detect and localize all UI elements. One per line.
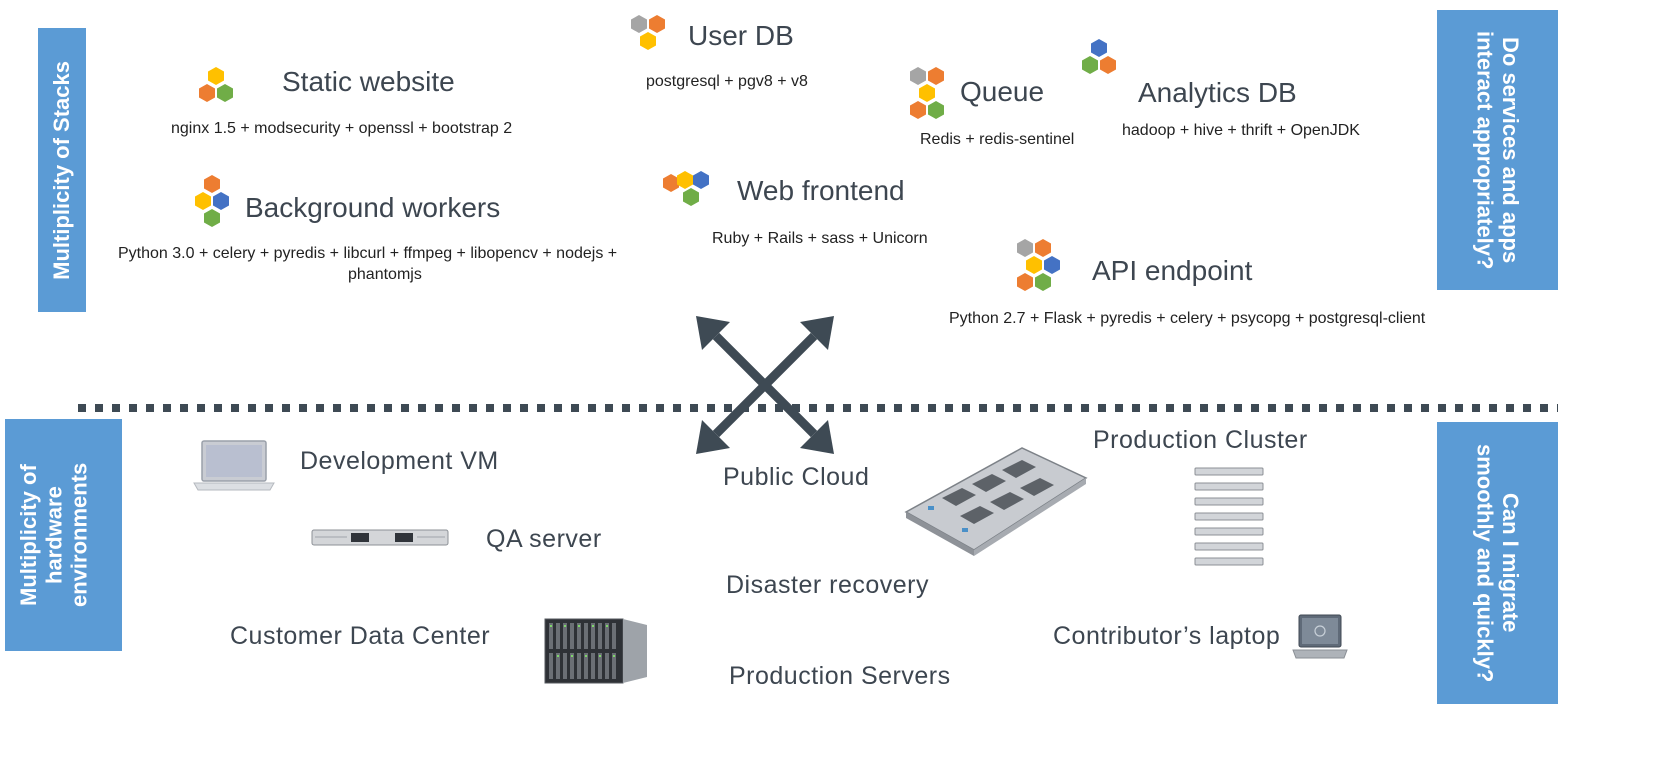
queue-hex-icon — [910, 67, 944, 119]
background-workers-hex-icon — [195, 175, 229, 227]
background-workers-title: Background workers — [245, 192, 501, 223]
qa-server-label: QA server — [486, 525, 602, 553]
stacks-side-label-text: Multiplicity of Stacks — [49, 60, 75, 280]
background-workers-components-line2: phantomjs — [348, 266, 422, 283]
static-website-hex-icon — [199, 67, 233, 102]
laptop-icon — [193, 440, 275, 491]
user-db-components: postgresql + pgv8 + v8 — [646, 73, 808, 90]
dotted-divider — [78, 404, 1558, 412]
migrate-side-label: Can I migrate smoothly and quickly? — [1437, 422, 1558, 704]
analytics-db-title: Analytics DB — [1138, 77, 1297, 108]
interact-side-label-text: Do services and apps interact appropriat… — [1472, 30, 1523, 270]
queue-components: Redis + redis-sentinel — [920, 131, 1075, 148]
analytics-db-hex-icon — [1082, 39, 1116, 74]
migrate-side-label-text: Can I migrate smoothly and quickly? — [1472, 443, 1523, 683]
public-cloud-label: Public Cloud — [723, 463, 870, 491]
static-website-title: Static website — [282, 66, 455, 97]
analytics-db-components: hadoop + hive + thrift + OpenJDK — [1122, 122, 1360, 139]
server-motherboard-icon — [904, 447, 1088, 556]
server-stack-icon — [1194, 467, 1264, 566]
contributors-laptop-label: Contributor’s laptop — [1053, 622, 1281, 650]
queue-title: Queue — [960, 76, 1045, 107]
rack-server-icon — [311, 529, 449, 546]
stacks-side-label: Multiplicity of Stacks — [38, 28, 86, 312]
production-servers-label: Production Servers — [729, 662, 951, 690]
hardware-side-label-text: Multiplicity of hardware environments — [16, 462, 92, 608]
api-endpoint-components: Python 2.7 + Flask + pyredis + celery + … — [949, 310, 1426, 327]
user-db-hex-icon — [631, 15, 665, 50]
static-website-components: nginx 1.5 + modsecurity + openssl + boot… — [171, 120, 513, 137]
api-endpoint-title: API endpoint — [1092, 255, 1253, 286]
development-vm-label: Development VM — [300, 447, 499, 475]
customer-data-center-label: Customer Data Center — [230, 622, 491, 650]
web-frontend-components: Ruby + Rails + sass + Unicorn — [712, 230, 928, 247]
background-workers-components: Python 3.0 + celery + pyredis + libcurl … — [118, 245, 618, 262]
production-cluster-label: Production Cluster — [1093, 426, 1308, 454]
web-frontend-hex-icon — [663, 171, 709, 206]
blade-server-icon — [544, 618, 647, 684]
api-endpoint-hex-icon — [1017, 239, 1060, 291]
web-frontend-title: Web frontend — [737, 175, 905, 206]
crossed-arrows-icon — [696, 316, 834, 454]
hardware-side-label: Multiplicity of hardware environments — [5, 419, 122, 651]
dell-laptop-icon — [1292, 614, 1348, 659]
disaster-recovery-label: Disaster recovery — [726, 571, 929, 599]
interact-side-label: Do services and apps interact appropriat… — [1437, 10, 1558, 290]
user-db-title: User DB — [688, 20, 794, 51]
